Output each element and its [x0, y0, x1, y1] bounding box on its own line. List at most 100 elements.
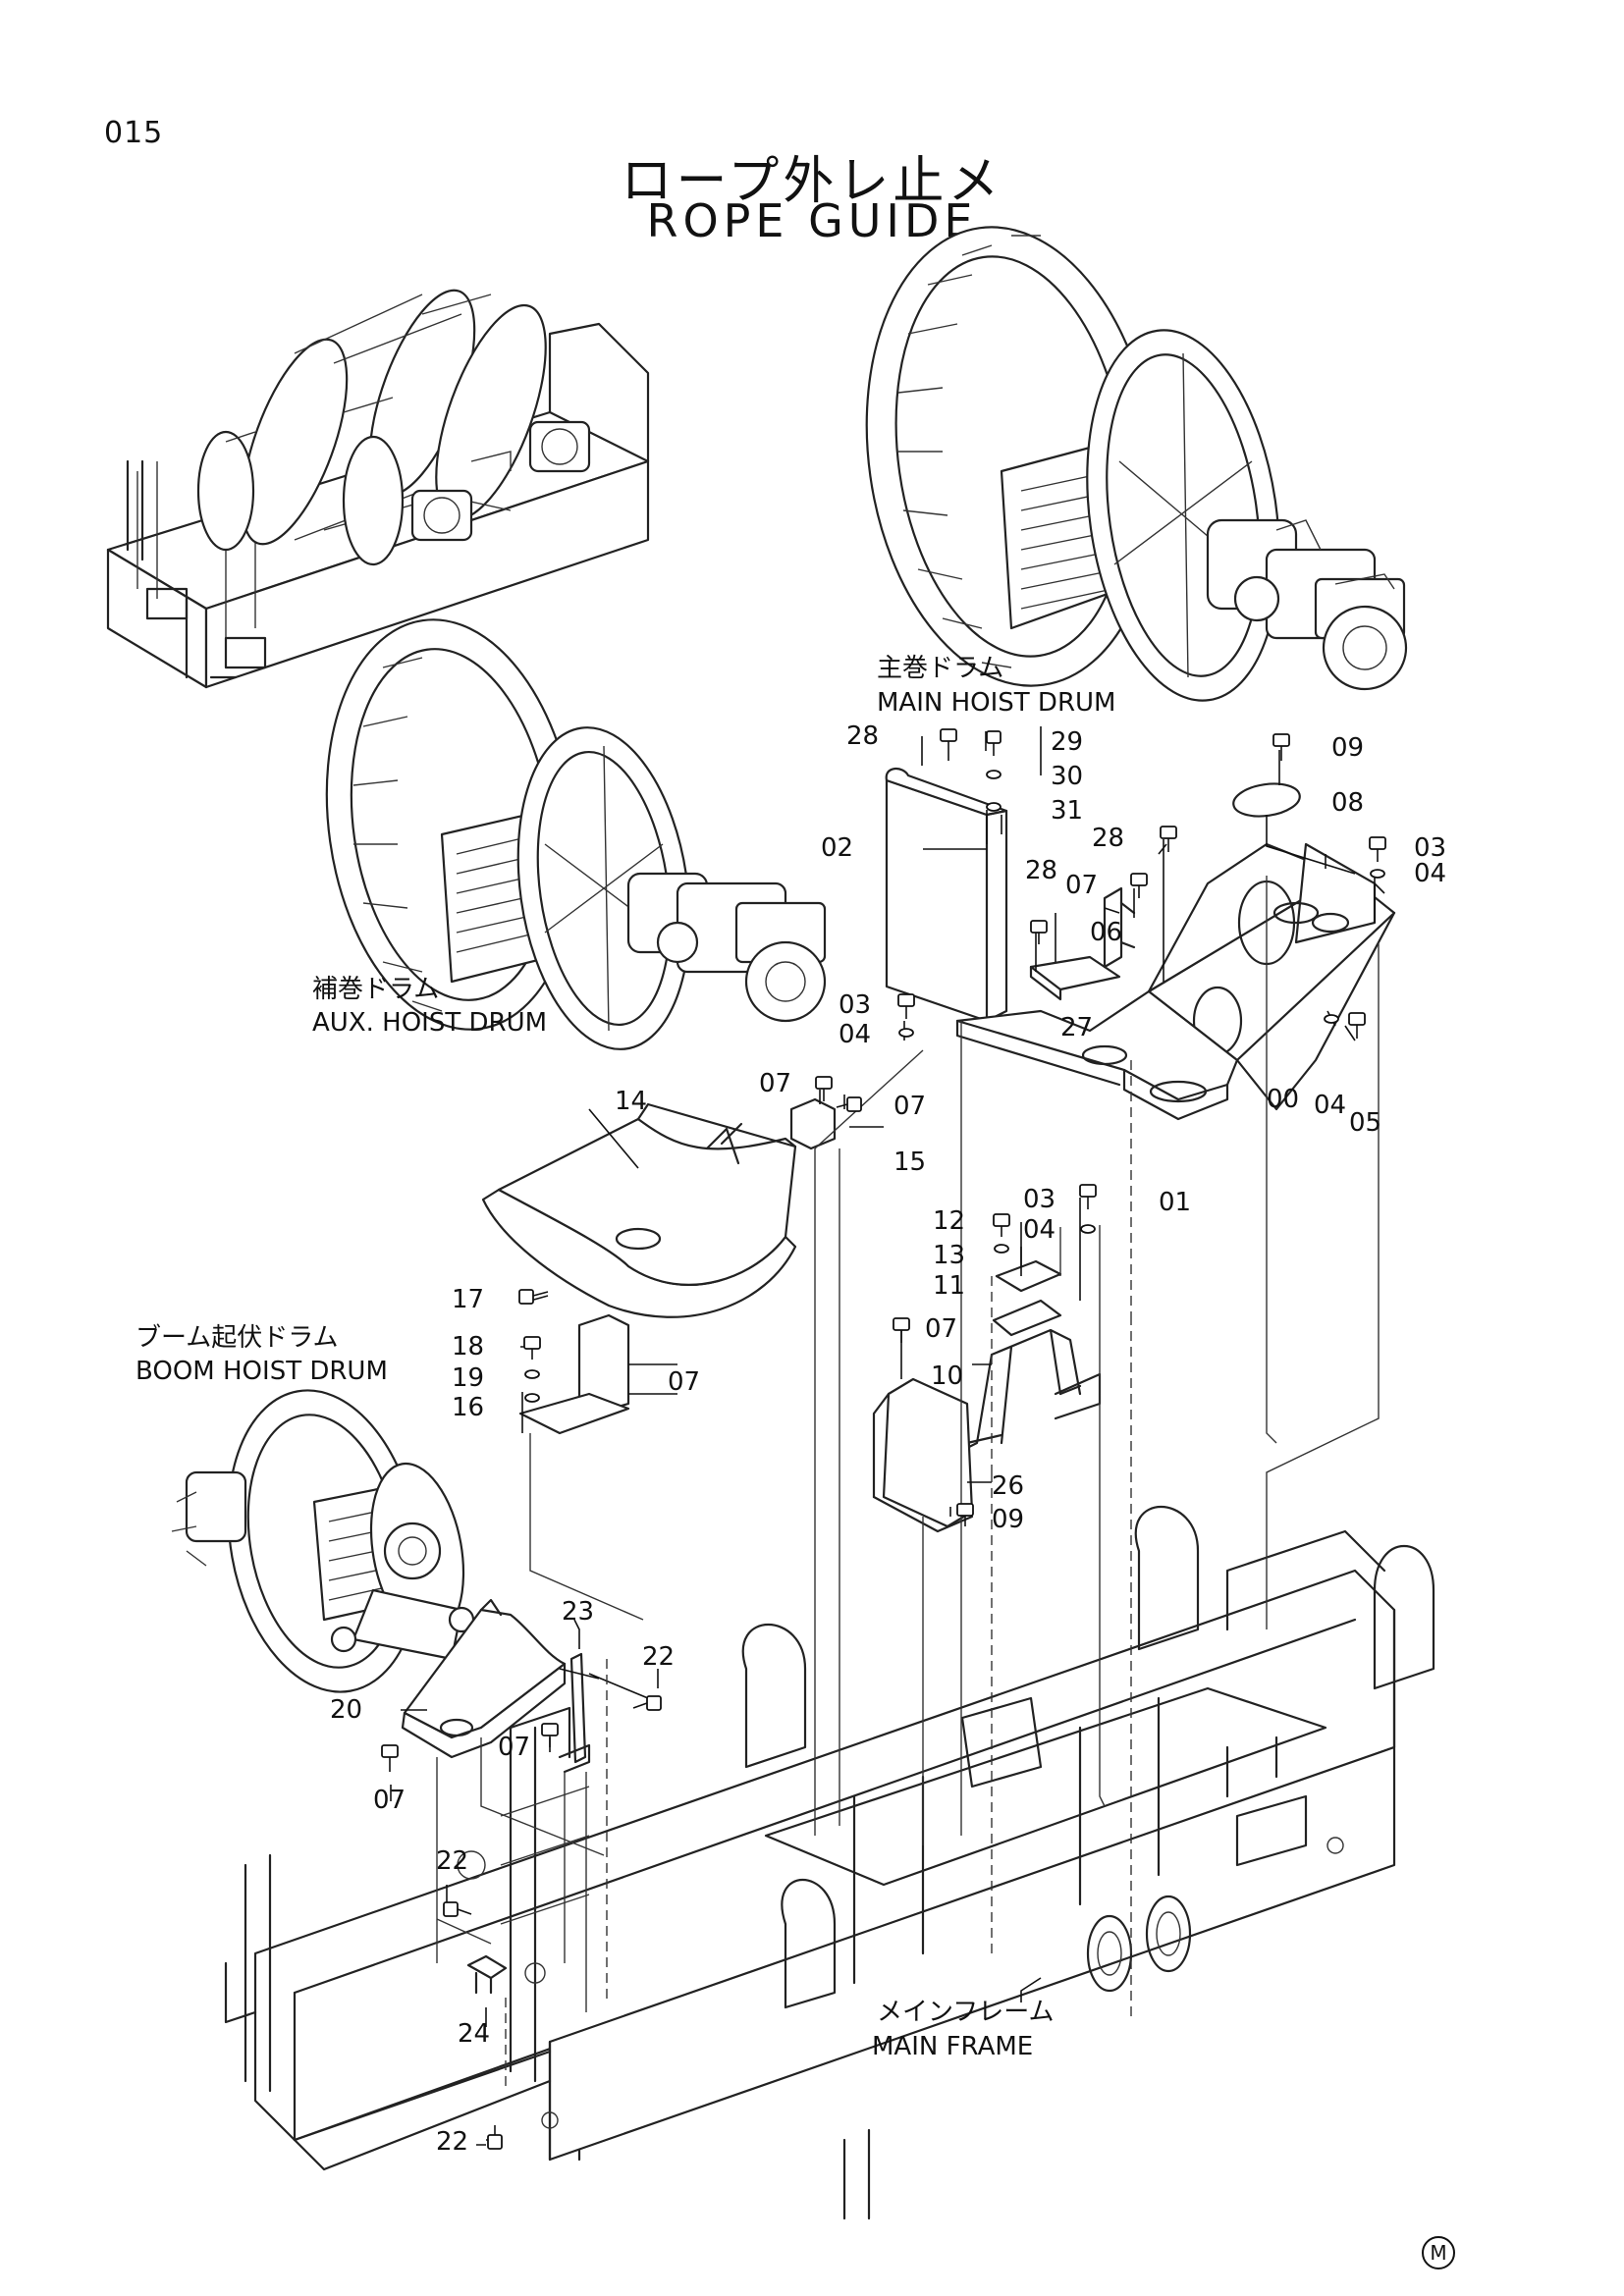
- callout-09: 09: [992, 1505, 1024, 1534]
- bolt-07e: [893, 1317, 910, 1343]
- part-15-bracket: [789, 1097, 837, 1150]
- bolt-07b: [815, 1076, 833, 1101]
- callout-07: 07: [925, 1314, 957, 1344]
- callout-02: 02: [821, 833, 853, 863]
- washer-13: [994, 1244, 1009, 1254]
- bolt-12: [993, 1213, 1010, 1237]
- bolt-09b: [956, 1503, 974, 1526]
- callout-05: 05: [1349, 1108, 1381, 1138]
- bolt-07d: [518, 1289, 549, 1305]
- washer-30: [986, 770, 1001, 779]
- callout-15: 15: [893, 1148, 926, 1177]
- callout-30: 30: [1051, 762, 1083, 791]
- bolt-03c: [1079, 1184, 1097, 1209]
- aux-hoist-drum-drawing: [325, 618, 827, 1050]
- assembly-captions: 主巻ドラム MAIN HOIST DRUM 補巻ドラム AUX. HOIST D…: [135, 654, 1115, 2061]
- part-06-clip: [1103, 886, 1136, 969]
- bolt-28c: [1030, 920, 1048, 944]
- part-10-bracket: [965, 1299, 1102, 1450]
- washer-19: [524, 1393, 540, 1403]
- callout-04: 04: [839, 1020, 871, 1049]
- page-number: 015: [104, 116, 164, 150]
- callout-18: 19: [452, 1363, 484, 1393]
- part-16-bracket: [518, 1313, 630, 1435]
- bolt-17: [523, 1336, 541, 1360]
- callout-24: 24: [458, 2019, 490, 2049]
- callout-07: 07: [893, 1092, 926, 1121]
- callout-07: 07: [498, 1733, 530, 1762]
- callout-labels: 28 29 30 31 09 08 02 28 03 04 07 28 06 0…: [330, 721, 1446, 2157]
- bolt-28b: [1160, 826, 1177, 852]
- bolt-22b: [443, 1901, 472, 1917]
- bolt-07g: [381, 1744, 399, 1772]
- washer-04d: [1080, 1224, 1096, 1234]
- callout-08: 08: [1331, 788, 1364, 818]
- callout-29: 29: [1051, 727, 1083, 757]
- bolt-03b: [897, 993, 915, 1019]
- part-14-curved-guide: [481, 1102, 797, 1318]
- bolt-05: [1348, 1012, 1366, 1039]
- callout-16: 07: [668, 1367, 700, 1397]
- callout-07: 07: [759, 1069, 791, 1098]
- part-08-cover: [1232, 782, 1301, 818]
- callout-11: 11: [933, 1271, 965, 1301]
- main-hoist-drum-drawing: [865, 226, 1408, 702]
- part-11-plate: [995, 1259, 1062, 1293]
- callout-23: 23: [562, 1597, 594, 1627]
- bolt-07f: [541, 1723, 559, 1747]
- callout-03: 03: [1023, 1185, 1056, 1214]
- callout-26: 26: [992, 1471, 1024, 1501]
- winch-overview-drawing: [106, 289, 650, 689]
- callout-12: 12: [933, 1206, 965, 1236]
- part-20-guide: [401, 1598, 567, 1759]
- callout-28: 28: [1025, 856, 1057, 885]
- callout-01: 01: [1159, 1188, 1191, 1217]
- callout-27: 27: [1060, 1013, 1093, 1042]
- callout-07: 07: [1065, 871, 1098, 900]
- boom-hoist-drum-label-jp: ブーム起伏ドラム: [135, 1323, 338, 1353]
- part-02-guide-plate: [885, 768, 1008, 1023]
- washer-04c: [1324, 1014, 1339, 1024]
- callout-04: 04: [1314, 1091, 1346, 1120]
- bolt-29: [986, 730, 1001, 756]
- main-frame-drawing: [224, 1506, 1435, 2220]
- part-23-bracket: [558, 1652, 591, 1774]
- boom-hoist-drum-drawing: [171, 1389, 475, 1693]
- washer-04a: [1370, 869, 1385, 879]
- callout-03: 03: [839, 990, 871, 1020]
- callout-22: 22: [642, 1642, 675, 1672]
- callout-04: 04: [1023, 1215, 1056, 1245]
- callout-00: 00: [1267, 1085, 1299, 1114]
- bolt-03a: [1369, 836, 1386, 862]
- assembly-lines: [436, 876, 1380, 2091]
- bolt-07c: [836, 1096, 862, 1112]
- title-japanese: ロープ外レ止メ: [621, 152, 1003, 211]
- washer-31: [986, 802, 1001, 812]
- callout-10: 10: [931, 1362, 963, 1391]
- callout-22: 22: [436, 2127, 468, 2157]
- callout-06: 06: [1090, 918, 1122, 947]
- manufacturer-mark: M: [1422, 2236, 1455, 2269]
- bolt-22a: [632, 1695, 662, 1711]
- callout-28: 28: [1092, 824, 1124, 853]
- aux-hoist-drum-label-jp: 補巻ドラム: [312, 975, 439, 1004]
- callout-22: 22: [436, 1846, 468, 1876]
- leader-lines: [390, 726, 1385, 2146]
- callout-17: 18: [452, 1332, 484, 1362]
- callout-20: 20: [330, 1695, 362, 1725]
- washer-18: [524, 1369, 540, 1379]
- main-hoist-drum-label-jp: 主巻ドラム: [877, 654, 1003, 683]
- main-frame-label-jp: メインフレーム: [877, 1998, 1054, 2027]
- bolt-22c: [487, 2125, 503, 2150]
- bolt-09a: [1272, 733, 1290, 761]
- callout-19: 16: [452, 1393, 484, 1422]
- callout-03: 03: [1414, 833, 1446, 863]
- part-27-small-plate: [1029, 955, 1121, 1001]
- callout-31: 31: [1051, 796, 1083, 826]
- main-hoist-drum-label-en: MAIN HOIST DRUM: [877, 688, 1115, 718]
- bolt-07a: [1130, 873, 1148, 898]
- callout-28: 28: [846, 721, 879, 751]
- title-english: ROPE GUIDE: [646, 194, 978, 247]
- callout-04: 04: [1414, 859, 1446, 888]
